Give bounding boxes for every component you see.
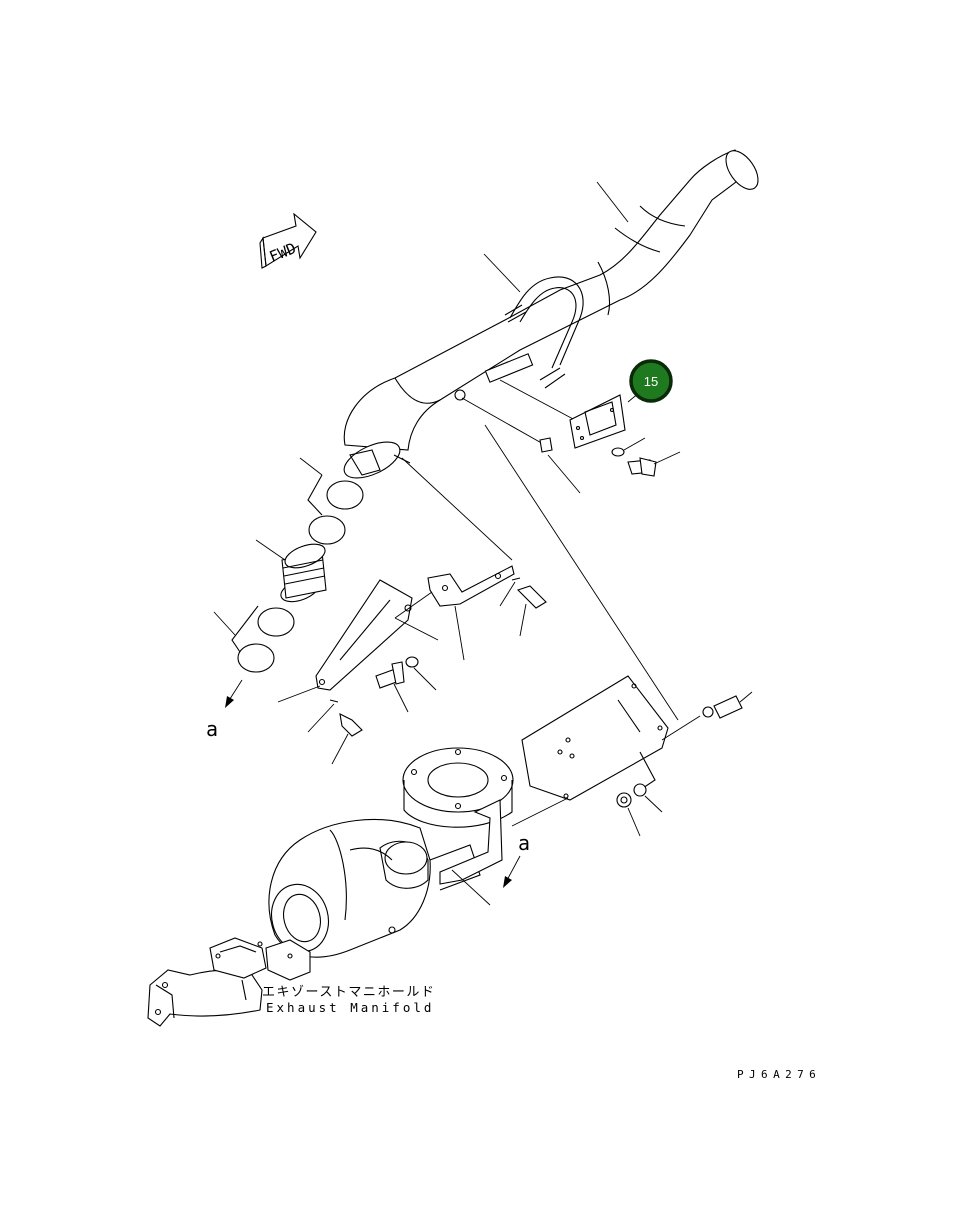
bolt-washer-upper	[539, 437, 681, 477]
fwd-arrow-icon: FWD	[259, 212, 317, 269]
manifold-label-english: Exhaust Manifold	[266, 1000, 434, 1015]
view-arrow-a-upper: a	[206, 679, 243, 741]
manifold-label-japanese: エキゾーストマニホールド	[262, 985, 435, 1000]
flex-joint	[280, 543, 327, 603]
manifold-label: エキゾーストマニホールド Exhaust Manifold	[262, 985, 435, 1015]
gasket-stack	[213, 457, 364, 673]
turbocharger	[268, 747, 514, 958]
callout-15-label[interactable]: 15	[644, 374, 658, 389]
view-label-a-upper: a	[206, 717, 218, 741]
exhaust-manifold	[147, 937, 311, 1027]
bracket-bolts	[307, 577, 547, 765]
upper-leaders	[401, 181, 679, 721]
mounting-brackets	[277, 565, 515, 703]
exhaust-pipe	[343, 149, 759, 479]
view-arrow-a-lower: a	[503, 831, 530, 888]
view-label-a-lower: a	[518, 831, 530, 855]
callout-15-circle[interactable]	[629, 359, 673, 403]
bracket-plate	[569, 391, 641, 449]
callout-15[interactable]: 15	[629, 359, 673, 403]
heat-shield	[511, 675, 753, 837]
drawing-code: PJ6A276	[737, 1068, 821, 1081]
